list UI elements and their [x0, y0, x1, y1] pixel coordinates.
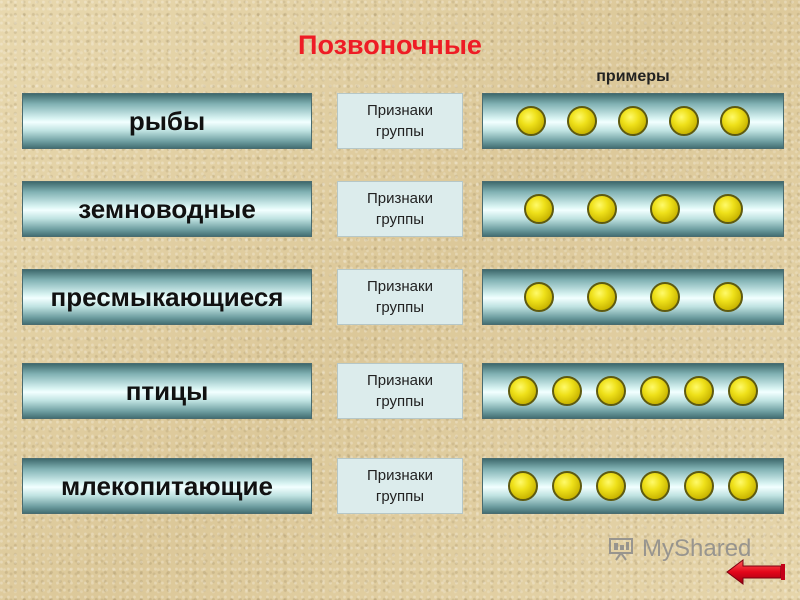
signs-label-line2: группы [375, 299, 425, 316]
example-dot[interactable] [712, 282, 743, 312]
group-name-fish: рыбы [128, 105, 206, 136]
examples-header: примеры [596, 68, 670, 85]
group-signs-button-amphibians[interactable]: Признаки группы [337, 181, 463, 237]
example-dot[interactable] [596, 376, 626, 406]
example-dots [508, 376, 758, 406]
example-dot[interactable] [508, 376, 538, 406]
signs-label-line1: Признаки [367, 102, 433, 119]
back-arrow-icon[interactable] [725, 558, 787, 586]
signs-label-line2: группы [375, 488, 425, 505]
example-dot[interactable] [728, 471, 758, 501]
examples-bar-reptiles [482, 269, 784, 325]
examples-bar-fish [482, 93, 784, 149]
group-row: земноводные Признаки группы [0, 181, 800, 241]
examples-bar-birds [482, 363, 784, 419]
examples-bar-mammals [482, 458, 784, 514]
group-bar-reptiles[interactable]: пресмыкающиеся [22, 269, 312, 325]
group-signs-button-fish[interactable]: Признаки группы [337, 93, 463, 149]
group-signs-button-mammals[interactable]: Признаки группы [337, 458, 463, 514]
example-dots [523, 194, 743, 224]
signs-label-line1: Признаки [367, 467, 433, 484]
example-dot[interactable] [523, 282, 554, 312]
watermark-logo: MyShared [608, 535, 751, 563]
signs-label-line1: Признаки [367, 190, 433, 207]
example-dot[interactable] [508, 471, 538, 501]
group-row: пресмыкающиеся Признаки группы [0, 269, 800, 329]
presentation-board-icon [609, 538, 633, 561]
group-bar-birds[interactable]: птицы [22, 363, 312, 419]
example-dot[interactable] [669, 106, 699, 136]
example-dot[interactable] [640, 376, 670, 406]
group-signs-button-birds[interactable]: Признаки группы [337, 363, 463, 419]
example-dot[interactable] [618, 106, 648, 136]
signs-label-line1: Признаки [367, 372, 433, 389]
group-bar-amphibians[interactable]: земноводные [22, 181, 312, 237]
group-name-amphibians: земноводные [78, 193, 256, 224]
example-dot[interactable] [684, 471, 714, 501]
example-dot[interactable] [720, 106, 750, 136]
group-name-mammals: млекопитающие [61, 470, 273, 501]
page-title: Позвоночные [298, 30, 482, 60]
example-dot[interactable] [516, 106, 546, 136]
group-row: млекопитающие Признаки группы [0, 458, 800, 518]
example-dot[interactable] [649, 194, 680, 224]
example-dots [516, 106, 750, 136]
signs-label-line2: группы [375, 393, 425, 410]
example-dot[interactable] [552, 471, 582, 501]
group-bar-fish[interactable]: рыбы [22, 93, 312, 149]
example-dot[interactable] [728, 376, 758, 406]
group-signs-button-reptiles[interactable]: Признаки группы [337, 269, 463, 325]
example-dot[interactable] [649, 282, 680, 312]
group-bar-mammals[interactable]: млекопитающие [22, 458, 312, 514]
group-name-reptiles: пресмыкающиеся [50, 281, 284, 312]
example-dot[interactable] [552, 376, 582, 406]
example-dot[interactable] [640, 471, 670, 501]
example-dot[interactable] [523, 194, 554, 224]
example-dots [523, 282, 743, 312]
example-dot[interactable] [586, 194, 617, 224]
examples-bar-amphibians [482, 181, 784, 237]
example-dot[interactable] [586, 282, 617, 312]
group-name-birds: птицы [125, 375, 209, 406]
group-row: рыбы Признаки группы [0, 93, 800, 153]
example-dot[interactable] [712, 194, 743, 224]
signs-label-line1: Признаки [367, 278, 433, 295]
signs-label-line2: группы [375, 211, 425, 228]
example-dots [508, 471, 758, 501]
example-dot[interactable] [684, 376, 714, 406]
example-dot[interactable] [596, 471, 626, 501]
group-row: птицы Признаки группы [0, 363, 800, 423]
watermark-text: MyShared [642, 535, 752, 562]
signs-label-line2: группы [375, 123, 425, 140]
example-dot[interactable] [567, 106, 597, 136]
